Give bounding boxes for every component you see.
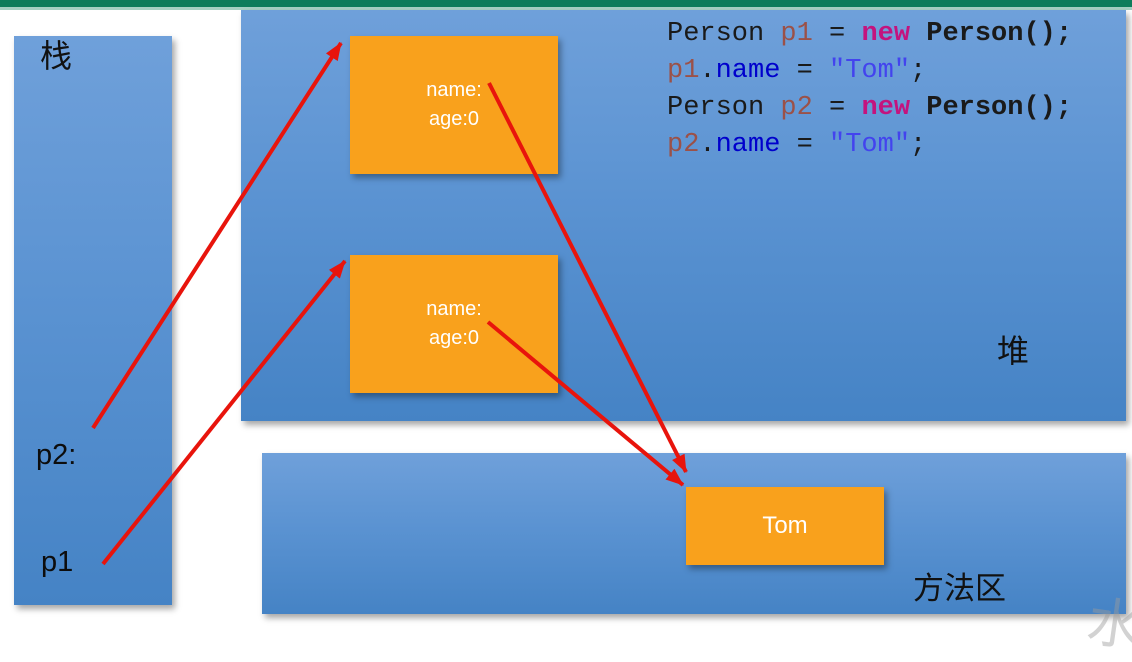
top-accent-bar bbox=[0, 0, 1132, 7]
code-line: Person p2 = new Person(); bbox=[667, 93, 1073, 123]
code-snippet: Person p1 = new Person(); p1.name = "Tom"… bbox=[667, 16, 1072, 164]
stack-panel: 栈 p2: p1 bbox=[14, 36, 172, 605]
heap-object-2-name-field: name: bbox=[426, 298, 482, 320]
stack-panel-title: 栈 bbox=[40, 38, 73, 74]
heap-object-1-age-field: age:0 bbox=[428, 108, 480, 130]
top-accent-bar-light bbox=[0, 7, 1132, 10]
code-line: p1.name = "Tom"; bbox=[667, 56, 927, 86]
stack-variable-p1: p1 bbox=[41, 546, 74, 578]
string-constant-value: Tom bbox=[762, 512, 808, 539]
heap-object-2: name: age:0 bbox=[350, 255, 558, 393]
heap-panel-title: 堆 bbox=[997, 333, 1030, 369]
stack-variable-p2: p2: bbox=[36, 439, 77, 471]
heap-object-2-age-field: age:0 bbox=[428, 327, 480, 349]
heap-object-1-name-field: name: bbox=[426, 79, 482, 101]
string-constant-box: Tom bbox=[686, 487, 884, 565]
heap-object-1: name: age:0 bbox=[350, 36, 558, 174]
code-line: p2.name = "Tom"; bbox=[667, 130, 927, 160]
code-line: Person p1 = new Person(); bbox=[667, 19, 1073, 49]
method-area-title: 方法区 bbox=[913, 571, 1006, 606]
